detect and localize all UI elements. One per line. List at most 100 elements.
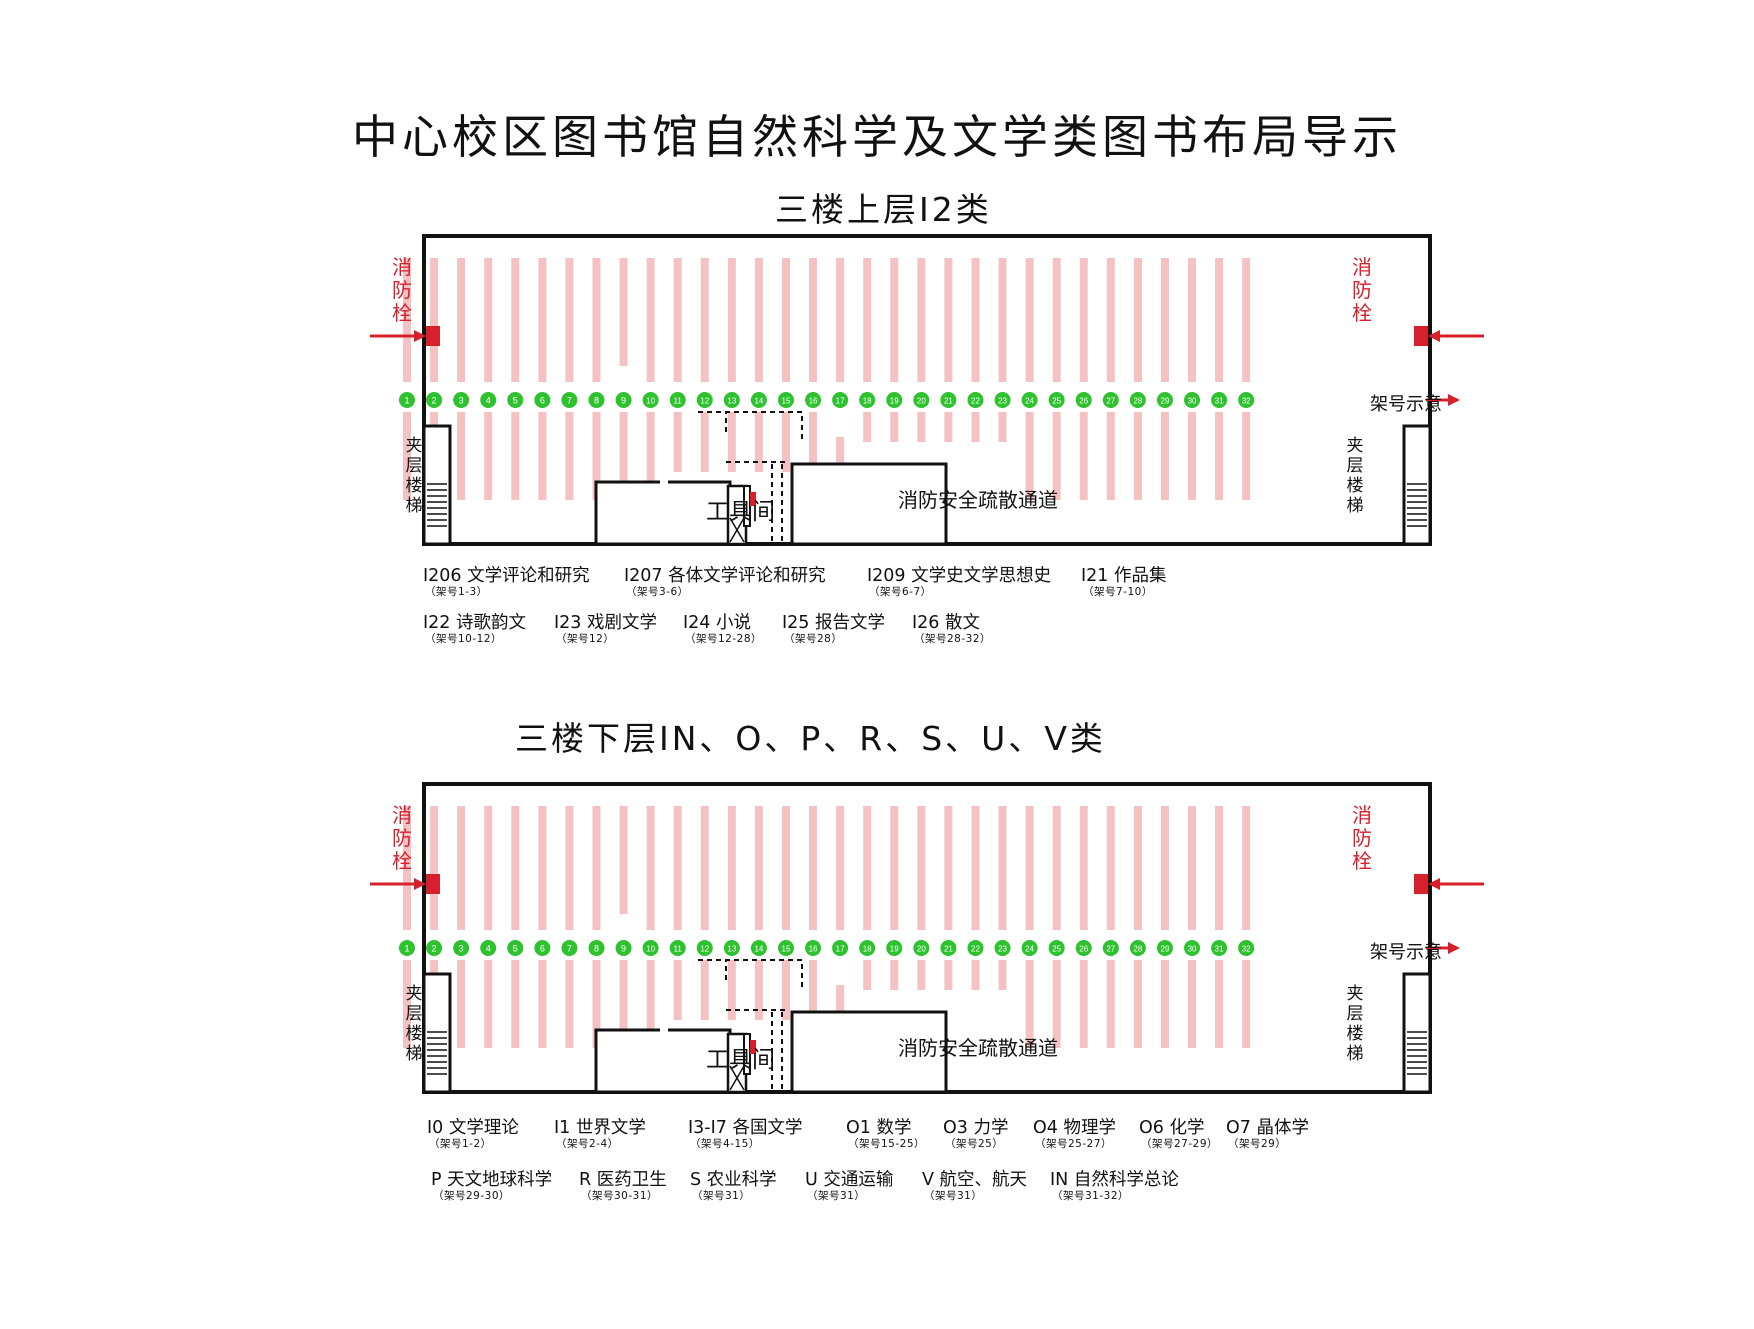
shelf-number-label: 15: [782, 397, 791, 406]
shelf-number-marker: [696, 940, 713, 956]
shelf-upper: [1215, 258, 1224, 382]
arrow-head-right: [1428, 330, 1440, 342]
shelf-upper: [836, 806, 845, 930]
shelf-lower: [619, 960, 628, 1048]
shelf-number-marker: [588, 940, 605, 956]
shelf-number-marker: [750, 392, 767, 408]
shelf-number-label: 21: [944, 945, 953, 954]
shelf-number-label: 25: [1052, 945, 1061, 954]
shelf-upper: [998, 806, 1007, 930]
shelf-note-arrow-head: [1448, 394, 1460, 406]
shelf-upper: [1188, 806, 1197, 930]
shelf-lower: [944, 960, 953, 990]
shelf-lower: [646, 960, 655, 1048]
legend-item: I23 戏剧文学 （架号12）: [554, 613, 657, 645]
legend-item: O3 力学 （架号25）: [943, 1118, 1009, 1150]
shelf-number-marker: [940, 392, 957, 408]
shelf-upper: [1079, 258, 1088, 382]
floor-title-lower: 三楼下层IN、O、P、R、S、U、V类: [515, 719, 1106, 758]
shelf-number-label: 7: [567, 396, 572, 406]
shelf-number-label: 17: [836, 945, 845, 954]
shelf-number-marker: [1129, 940, 1146, 956]
shelf-number-label: 4: [486, 396, 491, 406]
stairs-label-left: 夹层楼梯: [405, 436, 423, 516]
shelf-lower: [700, 960, 709, 1020]
stairwell-left: [422, 424, 452, 546]
shelf-lower: [836, 437, 845, 467]
shelf-upper: [673, 258, 682, 382]
shelf-number-marker: [859, 392, 876, 408]
floor-title-upper: 三楼上层I2类: [775, 190, 992, 229]
hydrant-label-left: 消防栓: [392, 255, 412, 325]
arrow-head-left: [414, 878, 426, 890]
shelf-upper: [1160, 258, 1169, 382]
shelf-upper: [592, 258, 601, 382]
shelf-number-label: 14: [754, 397, 763, 406]
shelf-lower: [565, 412, 574, 500]
shelf-upper: [484, 258, 493, 382]
shelf-number-label: 26: [1079, 397, 1088, 406]
shelf-number-marker: [453, 392, 470, 408]
shelf-number-marker: [967, 392, 984, 408]
shelf-upper: [809, 258, 818, 382]
stairwell-right: [1402, 972, 1432, 1094]
shelf-number-marker: [913, 392, 930, 408]
shelf-number-marker: [777, 392, 794, 408]
shelf-upper: [430, 258, 439, 382]
shelf-upper: [754, 258, 763, 382]
page-title: 中心校区图书馆自然科学及文学类图书布局导示: [352, 109, 1402, 164]
shelf-number-marker: [913, 940, 930, 956]
shelf-number-marker: [1102, 940, 1119, 956]
hydrant-label-left: 消防栓: [392, 803, 412, 873]
evacuation-passage-label: 消防安全疏散通道: [898, 1036, 1058, 1060]
shelf-number-label: 13: [727, 397, 736, 406]
shelf-lower: [484, 960, 493, 1048]
shelf-lower: [727, 960, 736, 1020]
shelf-number-label: 2: [432, 396, 437, 406]
shelf-upper: [781, 258, 790, 382]
shelf-number-label: 29: [1161, 397, 1170, 406]
extinguisher-mark: [750, 1040, 756, 1054]
shelf-lower: [403, 960, 411, 1048]
shelf-lower: [646, 412, 655, 500]
shelf-number-label: 12: [700, 397, 709, 406]
stairs-label-left: 夹层楼梯: [405, 984, 423, 1064]
shelf-number-marker: [723, 940, 740, 956]
shelf-upper: [619, 258, 628, 366]
legend-item: O6 化学 （架号27-29）: [1139, 1118, 1219, 1150]
shelf-number-label: 23: [998, 397, 1007, 406]
shelf-lower: [863, 960, 872, 990]
shelf-number-label: 27: [1106, 945, 1115, 954]
shelf-number-label: 24: [1025, 397, 1034, 406]
extinguisher-mark: [750, 492, 756, 506]
shelf-number-marker: [1102, 392, 1119, 408]
shelf-number-marker: [534, 392, 551, 408]
shelf-number-marker: [507, 392, 524, 408]
shelf-lower: [1133, 960, 1142, 1048]
shelf-upper: [592, 806, 601, 930]
shelf-lower: [809, 412, 818, 472]
legend-item: I207 各体文学评论和研究 （架号3-6）: [624, 566, 826, 598]
shelf-number-marker: [1238, 940, 1255, 956]
shelf-number-label: 8: [594, 944, 599, 954]
shelf-number-marker: [1184, 392, 1201, 408]
shelf-number-note: 架号示意: [1370, 394, 1442, 415]
arrow-head-right: [1428, 878, 1440, 890]
shelf-number-marker: [750, 940, 767, 956]
legend-item: P 天文地球科学 （架号29-30）: [431, 1170, 553, 1202]
shelf-upper: [457, 806, 466, 930]
hydrant-label-right: 消防栓: [1352, 803, 1372, 873]
shelf-lower: [673, 412, 682, 472]
shelf-number-label: 6: [540, 396, 545, 406]
shelf-number-marker: [615, 940, 632, 956]
stairwell-left: [422, 972, 452, 1094]
shelf-number-label: 9: [621, 944, 626, 954]
legend-item: I26 散文 （架号28-32）: [912, 613, 992, 645]
shelf-lower: [1133, 412, 1142, 500]
shelf-upper: [484, 806, 493, 930]
shelf-number-marker: [453, 940, 470, 956]
shelf-lower: [1188, 412, 1197, 500]
shelf-upper: [1052, 258, 1061, 382]
shelf-number-label: 10: [646, 945, 655, 954]
